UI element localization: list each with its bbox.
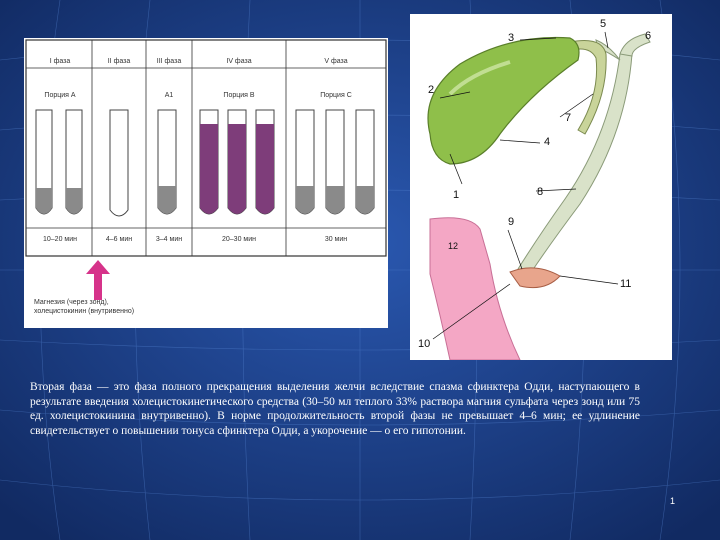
tube [295, 109, 315, 215]
tube [65, 109, 83, 215]
tube [255, 109, 275, 215]
arrow-up-icon [86, 260, 110, 300]
tube [109, 109, 129, 217]
phase-label: V фаза [324, 58, 348, 65]
phase-label: II фаза [107, 58, 131, 65]
time-label: 10–20 мин [43, 236, 77, 243]
anatomy-label: 5 [600, 18, 607, 30]
test-tubes-figure: I фаза II фаза III фаза IV фаза V фаза П… [24, 38, 388, 328]
anatomy-label: 4 [544, 136, 551, 148]
tube [355, 109, 375, 215]
figure-caption: Магнезия (через зонд), холецистокинин (в… [34, 299, 135, 315]
anatomy-label: 7 [565, 112, 572, 124]
tube [325, 109, 345, 215]
anatomy-label: 3 [508, 32, 515, 44]
anatomy-label: 2 [428, 84, 435, 96]
phase-label: III фаза [156, 58, 182, 65]
time-label: 30 мин [324, 236, 348, 243]
time-label: 20–30 мин [222, 236, 256, 243]
anatomy-label: 9 [508, 216, 515, 228]
portion-label: A1 [164, 92, 174, 99]
anatomy-label: 1 [453, 189, 460, 201]
portion-label: Порция В [223, 92, 255, 99]
page-number: 1 [670, 496, 676, 506]
phase-label: I фаза [49, 58, 71, 65]
phase-label: IV фаза [226, 58, 252, 65]
anatomy-label: 11 [620, 278, 632, 290]
portion-label: Порция С [320, 92, 352, 99]
phase-table [25, 39, 387, 257]
anatomy-label: 8 [537, 186, 544, 198]
anatomy-label: 10 [418, 338, 431, 350]
tube [157, 109, 177, 215]
gallbladder-illustration [427, 31, 651, 360]
time-label: 3–4 мин [155, 236, 183, 243]
tube [199, 109, 219, 215]
time-label: 4–6 мин [105, 236, 133, 243]
tube [35, 109, 53, 215]
description-text: Вторая фаза — это фаза полного прекращен… [30, 381, 640, 437]
anatomy-label: 12 [448, 241, 459, 251]
gallbladder-figure: 1 2 3 4 5 6 7 8 9 10 11 12 [410, 14, 672, 360]
tube [227, 109, 247, 215]
anatomy-label: 6 [645, 30, 652, 42]
portion-label: Порция А [44, 92, 76, 99]
